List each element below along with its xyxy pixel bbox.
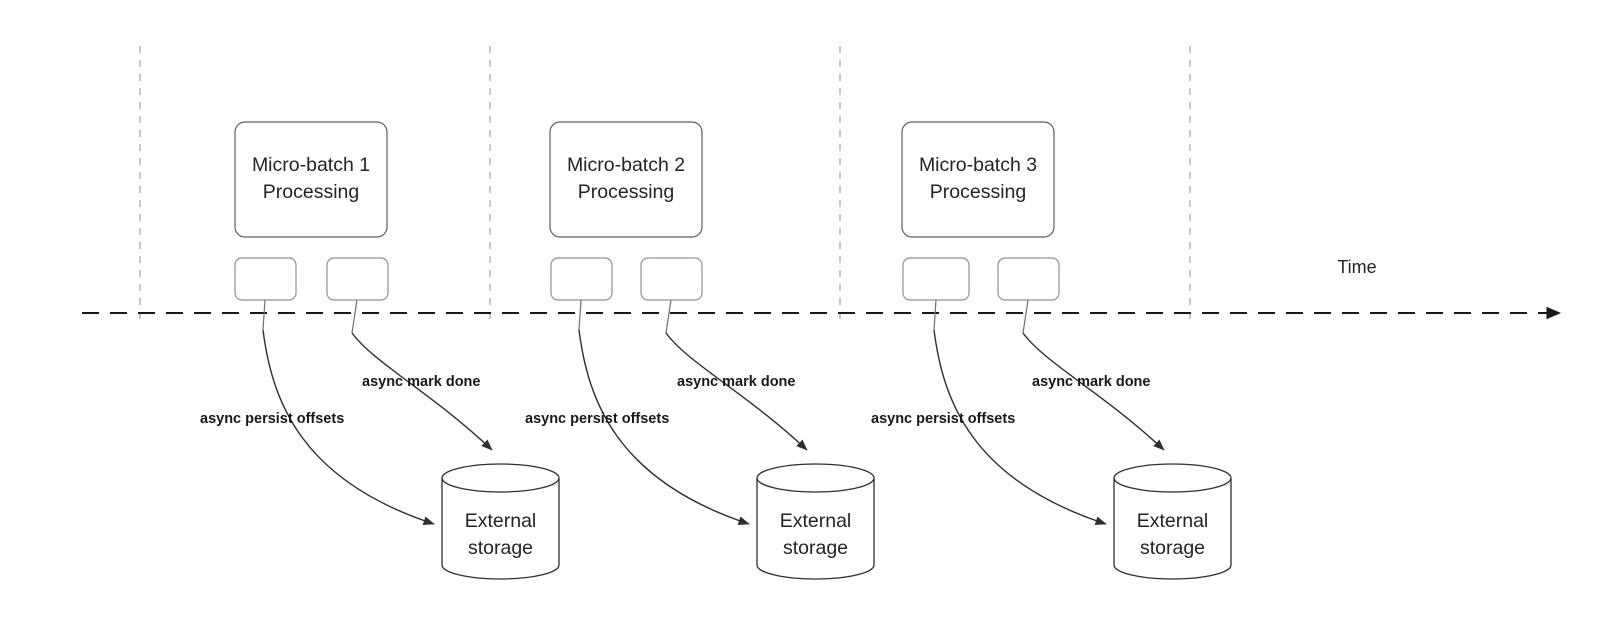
group-1-task-marker-b[interactable] [326, 257, 389, 301]
group-1: Micro-batch 1 Processing async persist o… [200, 121, 560, 580]
group-3-connector-b [1022, 299, 1029, 334]
micro-batch-2-box[interactable] [549, 121, 703, 238]
group-2-async-mark-done-label: async mark done [677, 374, 795, 390]
micro-batch-3-label-line2: Processing [930, 181, 1026, 203]
group-3: Micro-batch 3 Processing async persist o… [871, 121, 1232, 580]
group-3-async-persist-offsets-label: async persist offsets [871, 411, 1015, 427]
group-3-external-storage-label-line2: storage [1140, 537, 1205, 559]
timeline-tick-group [139, 46, 1191, 325]
group-2: Micro-batch 2 Processing async persist o… [525, 121, 875, 580]
group-2-connector-b [665, 299, 672, 334]
group-3-external-storage[interactable]: External storage [1113, 463, 1232, 580]
group-2-external-storage-label-line2: storage [783, 537, 848, 559]
micro-batch-1-label-line1: Micro-batch 1 [252, 154, 370, 176]
group-3-task-marker-a[interactable] [902, 257, 970, 301]
micro-batch-1-box[interactable] [234, 121, 388, 238]
group-2-external-storage-label-line1: External [780, 510, 852, 532]
group-1-async-mark-done-edge [351, 332, 493, 451]
group-3-async-persist-offsets-edge [933, 329, 1107, 526]
group-1-external-storage-label-line1: External [465, 510, 537, 532]
group-2-task-marker-a[interactable] [550, 257, 613, 301]
group-3-connector-a [933, 299, 937, 331]
group-1-async-persist-offsets-label: async persist offsets [200, 411, 344, 427]
group-2-external-storage[interactable]: External storage [756, 463, 875, 580]
group-1-external-storage-label-line2: storage [468, 537, 533, 559]
micro-batch-2-label-line2: Processing [578, 181, 674, 203]
group-1-async-persist-offsets-edge [262, 329, 435, 525]
group-3-task-marker-b[interactable] [997, 257, 1060, 301]
group-3-external-storage-label-line1: External [1137, 510, 1209, 532]
micro-batch-3-label-line1: Micro-batch 3 [919, 154, 1037, 176]
group-1-task-marker-a[interactable] [234, 257, 297, 301]
micro-batch-1-label-line2: Processing [263, 181, 359, 203]
group-2-connector-a [578, 299, 582, 331]
group-3-async-mark-done-label: async mark done [1032, 374, 1150, 390]
micro-batch-3-box[interactable] [901, 121, 1055, 238]
group-3-async-mark-done-edge [1022, 332, 1165, 451]
group-2-async-mark-done-edge [665, 332, 808, 451]
micro-batch-2-label-line1: Micro-batch 2 [567, 154, 685, 176]
group-2-task-marker-b[interactable] [640, 257, 703, 301]
group-1-connector-b [351, 299, 358, 334]
group-1-async-mark-done-label: async mark done [362, 374, 480, 390]
group-1-connector-a [262, 299, 266, 331]
group-1-external-storage[interactable]: External storage [441, 463, 560, 580]
time-axis-label: Time [1337, 257, 1376, 277]
group-2-async-persist-offsets-label: async persist offsets [525, 411, 669, 427]
group-2-async-persist-offsets-edge [578, 329, 750, 525]
